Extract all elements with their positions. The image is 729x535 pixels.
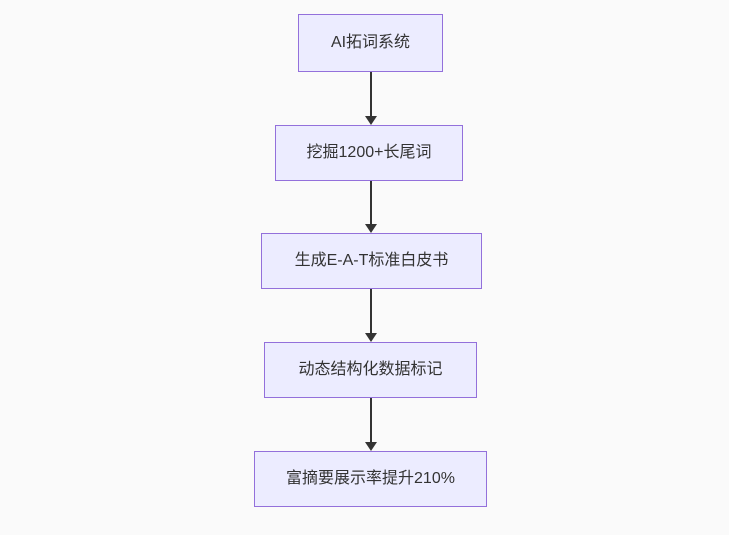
node-label: 动态结构化数据标记 xyxy=(298,361,443,379)
arrow-line xyxy=(370,181,372,224)
arrow-line xyxy=(370,72,372,116)
arrow-head-icon xyxy=(365,116,377,125)
flowchart-node-rich-snippet-result: 富摘要展示率提升210% xyxy=(254,451,487,507)
flowchart-node-eat-whitepaper: 生成E-A-T标准白皮书 xyxy=(261,233,482,289)
arrow-down-icon xyxy=(365,72,377,125)
node-label: 生成E-A-T标准白皮书 xyxy=(294,252,449,270)
arrow-down-icon xyxy=(365,181,377,233)
node-label: 富摘要展示率提升210% xyxy=(286,470,455,488)
node-label: 挖掘1200+长尾词 xyxy=(306,144,432,162)
arrow-head-icon xyxy=(365,224,377,233)
arrow-head-icon xyxy=(365,333,377,342)
flowchart-node-ai-expansion: AI拓词系统 xyxy=(298,14,443,72)
node-label: AI拓词系统 xyxy=(330,34,411,52)
arrow-down-icon xyxy=(365,398,377,451)
arrow-line xyxy=(370,289,372,333)
arrow-line xyxy=(370,398,372,442)
arrow-head-icon xyxy=(365,442,377,451)
flowchart-node-structured-data: 动态结构化数据标记 xyxy=(264,342,477,398)
flowchart-node-longtail-mining: 挖掘1200+长尾词 xyxy=(275,125,463,181)
arrow-down-icon xyxy=(365,289,377,342)
